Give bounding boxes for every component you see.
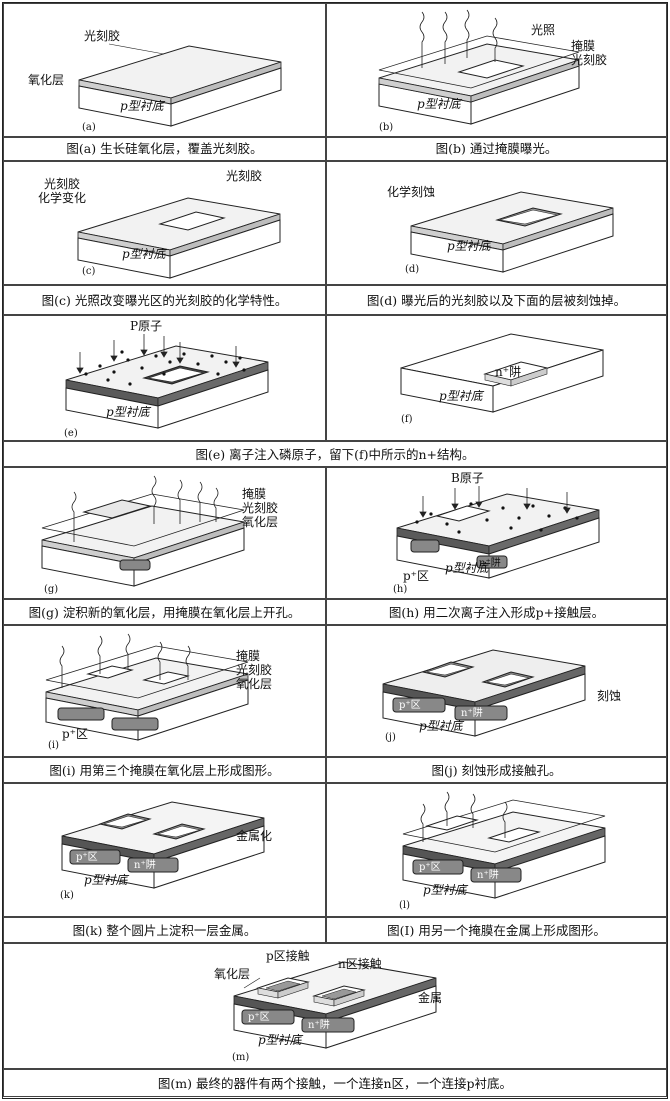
label-pregion: p⁺区 — [248, 1011, 270, 1023]
label-etch: 化学刻蚀 — [387, 184, 435, 199]
diagram-e: P原子 p型衬底 (e) — [64, 319, 269, 439]
label-well: n⁺阱 — [461, 706, 483, 719]
caption-i: 图(i) 用第三个掩膜在氧化层上形成图形。 — [3, 757, 326, 783]
panel-tag: (g) — [44, 584, 58, 595]
label-substrate: p型衬底 — [106, 405, 152, 419]
label-atoms: B原子 — [451, 471, 484, 485]
panel-tag: (c) — [82, 266, 96, 277]
label-substrate: p型衬底 — [258, 1033, 304, 1047]
caption-c: 图(c) 光照改变曝光区的光刻胶的化学特性。 — [3, 285, 326, 315]
caption-b: 图(b) 通过掩膜曝光。 — [326, 137, 667, 161]
label-etch: 刻蚀 — [597, 689, 621, 703]
caption-d: 图(d) 曝光后的光刻胶以及下面的层被刻蚀掉。 — [326, 285, 667, 315]
label-pregion: p⁺区 — [419, 861, 441, 873]
diagram-d: 化学刻蚀 p型衬底 (d) — [387, 184, 614, 275]
label-pregion: p⁺区 — [62, 727, 88, 741]
label-oxide: 氧化层 — [28, 73, 64, 87]
panel-h: B原子 p⁺区 n⁺阱 p型衬底 (h) — [326, 467, 667, 599]
label-well: n⁺阱 — [134, 858, 156, 871]
diagram-i: 掩膜 光刻胶 氧化层 p⁺区 (i) — [45, 633, 272, 751]
label-well: n⁺阱 — [308, 1018, 330, 1031]
label-oxide: 氧化层 — [214, 967, 250, 981]
diagram-h: B原子 p⁺区 n⁺阱 p型衬底 (h) — [393, 471, 600, 595]
panel-tag: (h) — [393, 584, 407, 595]
diagram-a: 光刻胶 氧化层 p型衬底 (a) — [28, 28, 282, 133]
panel-tag: (m) — [232, 1052, 249, 1063]
caption-j: 图(j) 刻蚀形成接触孔。 — [326, 757, 667, 783]
diagram-m: p⁺区 n⁺阱 p区接触 n区接触 氧化层 金属 p型衬底 (m) — [214, 948, 442, 1063]
label-oxide: 氧化层 — [236, 677, 272, 691]
caption-g: 图(g) 淀积新的氧化层，用掩膜在氧化层上开孔。 — [3, 599, 326, 625]
label-substrate: p型衬底 — [445, 561, 491, 575]
label-mask: 掩膜 — [242, 487, 266, 501]
panel-tag: (a) — [82, 122, 96, 133]
label-well: n⁺阱 — [477, 868, 499, 881]
diagram-l: p⁺区 n⁺阱 p型衬底 (l) — [399, 791, 606, 911]
panel-tag: (l) — [399, 900, 410, 911]
label-pregion: p⁺区 — [76, 851, 98, 863]
panel-tag: (f) — [401, 414, 413, 425]
panel-k: p⁺区 n⁺阱 金属化 p型衬底 (k) — [3, 783, 326, 917]
label-substrate: p型衬底 — [419, 719, 465, 733]
label-mask: 掩膜 — [571, 39, 595, 53]
label-photoresist: 光刻胶 — [226, 168, 262, 183]
panel-f: n⁺阱 p型衬底 (f) — [326, 315, 667, 441]
caption-k: 图(k) 整个圆片上淀积一层金属。 — [3, 917, 326, 943]
label-mask: 掩膜 — [236, 649, 260, 663]
panel-tag: (b) — [379, 122, 393, 133]
caption-h: 图(h) 用二次离子注入形成p+接触层。 — [326, 599, 667, 625]
label-ncontact: n区接触 — [338, 956, 382, 971]
label-change: 光刻胶化学变化 — [38, 176, 86, 205]
label-atoms: P原子 — [130, 319, 162, 333]
label-pregion: p⁺区 — [399, 699, 421, 711]
caption-m: 图(m) 最终的器件有两个接触，一个连接n区，一个连接p衬底。 — [3, 1069, 667, 1097]
diagram-g: 掩膜 光刻胶 氧化层 (g) — [41, 475, 278, 595]
label-substrate: p型衬底 — [439, 389, 485, 403]
label-photoresist: 光刻胶 — [84, 28, 120, 43]
panel-j: p⁺区 n⁺阱 刻蚀 p型衬底 (j) — [326, 625, 667, 757]
panel-d: 化学刻蚀 p型衬底 (d) — [326, 161, 667, 285]
label-well: n⁺阱 — [479, 556, 501, 569]
panel-g: 掩膜 光刻胶 氧化层 (g) — [3, 467, 326, 599]
caption-a: 图(a) 生长硅氧化层，覆盖光刻胶。 — [3, 137, 326, 161]
caption-ef: 图(e) 离子注入磷原子，留下(f)中所示的n+结构。 — [3, 441, 667, 467]
panel-e: P原子 p型衬底 (e) — [3, 315, 326, 441]
label-substrate: p型衬底 — [417, 97, 463, 111]
label-photoresist: 光刻胶 — [242, 500, 278, 515]
panel-c: 光刻胶化学变化 光刻胶 p型衬底 (c) — [3, 161, 326, 285]
label-substrate: p型衬底 — [423, 883, 469, 897]
panel-i: 掩膜 光刻胶 氧化层 p⁺区 (i) — [3, 625, 326, 757]
panel-tag: (d) — [405, 264, 419, 275]
panel-a: 光刻胶 氧化层 p型衬底 (a) — [3, 3, 326, 137]
label-metal: 金属化 — [236, 828, 272, 843]
label-light: 光照 — [531, 23, 555, 37]
label-metal: 金属 — [418, 990, 442, 1005]
label-pcontact: p区接触 — [266, 948, 310, 963]
label-substrate: p型衬底 — [122, 247, 168, 261]
label-photoresist: 光刻胶 — [236, 662, 272, 677]
label-pregion: p⁺区 — [403, 569, 429, 583]
label-oxide: 氧化层 — [242, 515, 278, 529]
label-substrate: p型衬底 — [447, 239, 493, 253]
diagram-j: p⁺区 n⁺阱 刻蚀 p型衬底 (j) — [382, 649, 621, 743]
panel-tag: (j) — [385, 732, 396, 743]
panel-m: p⁺区 n⁺阱 p区接触 n区接触 氧化层 金属 p型衬底 (m) — [3, 943, 667, 1069]
diagram-f: n⁺阱 p型衬底 (f) — [400, 333, 604, 425]
panel-tag: (e) — [64, 428, 78, 439]
panel-tag: (k) — [60, 890, 74, 901]
diagram-b: 光照 掩膜 光刻胶 p型衬底 (b) — [378, 9, 607, 133]
label-substrate: p型衬底 — [120, 99, 166, 113]
diagram-c: 光刻胶化学变化 光刻胶 p型衬底 (c) — [38, 168, 281, 279]
label-well: n⁺阱 — [495, 365, 521, 379]
diagram-k: p⁺区 n⁺阱 金属化 p型衬底 (k) — [60, 801, 272, 901]
panel-l: p⁺区 n⁺阱 p型衬底 (l) — [326, 783, 667, 917]
caption-l: 图(I) 用另一个掩膜在金属上形成图形。 — [326, 917, 667, 943]
label-photoresist: 光刻胶 — [571, 52, 607, 67]
panel-tag: (i) — [48, 740, 59, 751]
panel-b: 光照 掩膜 光刻胶 p型衬底 (b) — [326, 3, 667, 137]
label-substrate: p型衬底 — [84, 873, 130, 887]
